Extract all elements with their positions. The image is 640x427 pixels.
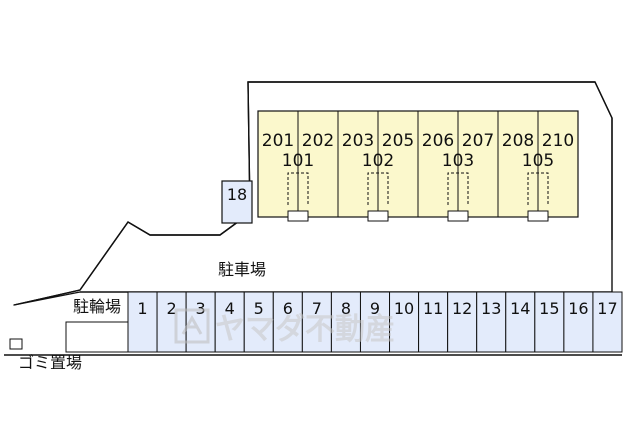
parking-space-label-8: 8 — [341, 299, 351, 318]
parking-space-9 — [359, 291, 391, 353]
room-label-103: 103 — [442, 151, 474, 171]
room-label-210: 210 — [542, 131, 574, 151]
parking-space-label-9: 9 — [370, 299, 380, 318]
room-label-101: 101 — [282, 151, 314, 171]
parking-space-label-5: 5 — [254, 299, 264, 318]
watermark-logo-icon — [174, 308, 210, 344]
parking-space-label-13: 13 — [481, 299, 501, 318]
parking-space-label-4: 4 — [225, 299, 235, 318]
entrance-step — [287, 210, 309, 222]
parking-space-15 — [534, 291, 565, 353]
lot-boundary-left — [13, 212, 251, 306]
parking-space-label-14: 14 — [510, 299, 530, 318]
parking-space-17 — [592, 291, 623, 353]
bicycle-parking-label: 駐輪場 — [73, 297, 121, 316]
parking-space-18-label: 18 — [227, 185, 247, 204]
parking-space-18 — [221, 180, 253, 224]
watermark-text: ヤマダ不動産 — [215, 312, 395, 347]
room-label-102: 102 — [362, 151, 394, 171]
garbage-area — [9, 338, 23, 350]
parking-space-label-11: 11 — [423, 299, 443, 318]
watermark-logo-mark — [181, 314, 203, 335]
room-label-207: 207 — [462, 131, 494, 151]
room-label-206: 206 — [422, 131, 454, 151]
parking-space-label-17: 17 — [597, 299, 617, 318]
room-label-105: 105 — [522, 151, 554, 171]
garbage-area-label: ゴミ置場 — [18, 353, 82, 372]
room-label-208: 208 — [502, 131, 534, 151]
parking-space-8 — [330, 291, 361, 353]
parking-space-16 — [563, 291, 594, 353]
entrance-step — [527, 210, 549, 222]
parking-space-4 — [214, 291, 245, 353]
parking-space-label-16: 16 — [568, 299, 588, 318]
parking-space-11 — [418, 291, 449, 353]
watermark: ヤマダ不動産 — [174, 308, 395, 347]
bicycle-parking-area — [65, 321, 129, 353]
parking-space-label-15: 15 — [539, 299, 559, 318]
room-label-201: 201 — [262, 131, 294, 151]
parking-space-label-2: 2 — [166, 299, 176, 318]
apartment-building: 201 202 203 205 206 207 208 210 101 102 103 105 — [257, 110, 579, 222]
parking-space-label-1: 1 — [137, 299, 147, 318]
room-label-203: 203 — [342, 131, 374, 151]
parking-space-13 — [476, 291, 507, 353]
parking-space-label-7: 7 — [312, 299, 322, 318]
parking-area-label: 駐車場 — [218, 260, 266, 279]
room-label-205: 205 — [382, 131, 414, 151]
lot-boundary-top — [247, 81, 613, 240]
room-label-202: 202 — [302, 131, 334, 151]
parking-space-10 — [389, 291, 420, 353]
parking-space-5 — [243, 291, 274, 353]
entrance-step — [447, 210, 469, 222]
entrance-step — [367, 210, 389, 222]
parking-space-label-6: 6 — [283, 299, 293, 318]
parking-space-label-12: 12 — [452, 299, 472, 318]
parking-space-label-10: 10 — [394, 299, 414, 318]
